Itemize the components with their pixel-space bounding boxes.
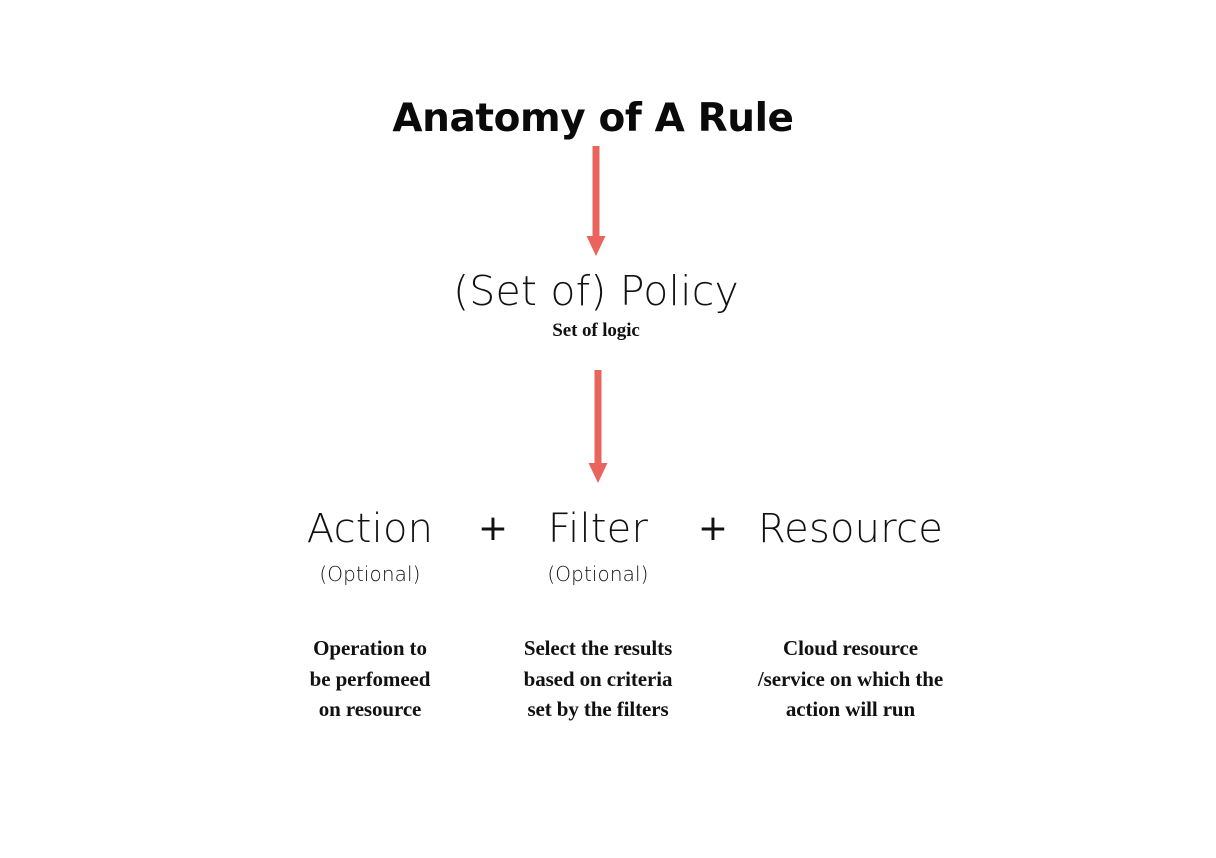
policy-sublabel: Set of logic — [552, 320, 640, 342]
policy-block: (Set of) Policy Set of logic — [0, 267, 1192, 342]
plus-operator-1: + — [477, 508, 509, 549]
arrow-title-to-policy — [586, 146, 606, 256]
description-line: on resource — [318, 697, 422, 721]
component-name-action: Action — [306, 506, 434, 552]
component-description-filter: Select the results based on criteria set… — [478, 633, 718, 725]
plus-operator-2: + — [697, 508, 729, 549]
component-description-action: Operation to be perfomeed on resource — [250, 633, 490, 725]
description-line: based on criteria — [523, 666, 673, 691]
description-line: set by the filters — [527, 697, 669, 721]
optional-badge-action: (Optional) — [319, 562, 421, 586]
description-line: Cloud resource — [783, 636, 918, 660]
description-line: Operation to — [313, 636, 427, 660]
component-headings: Action + Filter + Resource — [0, 500, 1216, 558]
description-line: /service on which the — [757, 666, 944, 691]
optional-badge-filter: (Optional) — [547, 562, 649, 586]
arrow-policy-to-components — [588, 370, 608, 483]
description-line: action will run — [785, 697, 916, 721]
component-name-resource: Resource — [757, 506, 944, 552]
component-description-resource: Cloud resource /service on which the act… — [718, 633, 983, 725]
policy-label: (Set of) Policy — [453, 267, 739, 315]
description-line: Select the results — [523, 636, 673, 660]
page-title: Anatomy of A Rule — [392, 96, 794, 141]
description-line: be perfomeed — [309, 666, 431, 691]
component-name-filter: Filter — [547, 506, 649, 552]
